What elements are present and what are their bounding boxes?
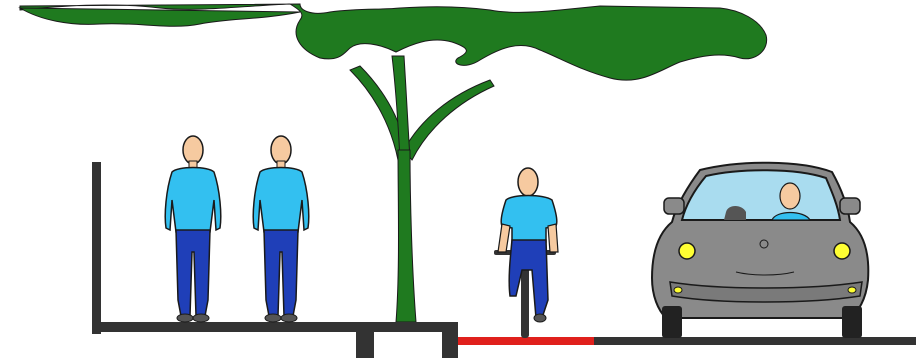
pedestrian-shoe-right	[281, 314, 297, 322]
sidewalk-surface	[92, 322, 362, 332]
car-wheel-right	[842, 306, 862, 338]
pedestrian-head	[183, 136, 203, 164]
pedestrian-legs	[264, 230, 298, 316]
pedestrian-torso	[253, 168, 309, 233]
car-windshield	[682, 170, 840, 220]
pedestrian-shoe-left	[177, 314, 193, 322]
pedestrian-icon	[253, 136, 309, 322]
cyclist-arm-right	[548, 224, 558, 252]
car-headlight-left	[679, 243, 695, 259]
tree-pit-right-wall	[442, 322, 458, 358]
car-mirror-right	[840, 198, 860, 214]
cyclist-head	[518, 168, 538, 196]
pedestrian-icon	[165, 136, 221, 322]
car-foglight-left	[674, 287, 682, 293]
pedestrian-torso	[165, 168, 221, 233]
pedestrian-shoe-right	[193, 314, 209, 322]
cyclist-arm-left	[498, 224, 510, 252]
car-wheel-left	[662, 306, 682, 338]
bike-lane-marking	[458, 337, 594, 345]
car-icon	[652, 163, 868, 338]
car-foglight-right	[848, 287, 856, 293]
tree-branch-right	[404, 80, 494, 160]
tree-trunk	[396, 150, 416, 322]
cyclist-icon	[494, 168, 558, 338]
cyclist-shoe	[534, 314, 546, 322]
pedestrian-legs	[176, 230, 210, 316]
pedestrian-shoe-left	[265, 314, 281, 322]
tree-canopy-lobe	[20, 8, 300, 26]
pedestrian-head	[271, 136, 291, 164]
bicycle-wheel	[521, 262, 529, 338]
car-driver-head	[780, 183, 800, 209]
car-headlight-right	[834, 243, 850, 259]
car-mirror-left	[664, 198, 684, 214]
sidewalk-wall	[92, 162, 101, 334]
